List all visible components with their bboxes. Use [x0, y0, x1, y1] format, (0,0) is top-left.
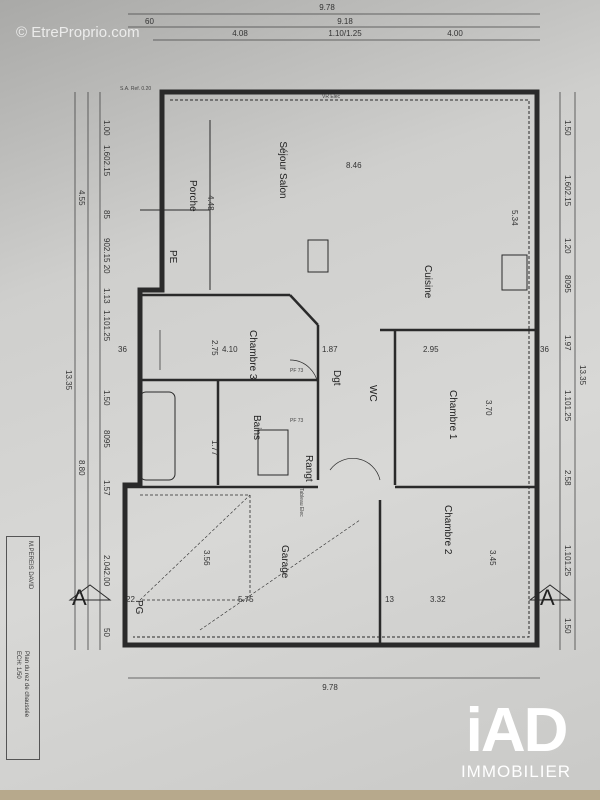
- label-sa-ref: S.A. Ref. 0.20: [120, 86, 151, 92]
- room-porche: Porche: [187, 180, 198, 212]
- dim-interior: 3.56: [202, 550, 211, 566]
- dim-right: 2.58: [563, 470, 572, 486]
- room-labels: Séjour Salon Porche Cuisine Chambre 3 Ch…: [133, 141, 458, 614]
- dim-interior: 1.77: [210, 440, 219, 456]
- dim-left: 50: [102, 628, 111, 637]
- dim-top-seg1: 4.08: [232, 29, 248, 38]
- dim-left: 2.042.00: [102, 555, 111, 587]
- dim-left: 1.13: [102, 288, 111, 304]
- dim-interior: 1.87: [322, 345, 338, 354]
- room-wc: WC: [367, 385, 378, 402]
- room-chambre3: Chambre 3: [247, 330, 258, 380]
- dim-left-total: 8.80: [77, 460, 86, 476]
- dim-interior: 36: [118, 345, 127, 354]
- label-pf73: PF 73: [290, 418, 304, 424]
- room-rangt: Rangt: [303, 455, 314, 482]
- iad-logo: iAD IMMOBILIER: [446, 700, 586, 782]
- title-scale: ECH: 1/50: [15, 651, 21, 679]
- dim-interior: 5.34: [510, 210, 519, 226]
- dim-interior: 4.10: [222, 345, 238, 354]
- dim-left-total: 13.35: [64, 370, 73, 391]
- section-marker-right: A: [540, 585, 555, 610]
- dim-left-total: 4.55: [77, 190, 86, 206]
- dim-right: 1.101.25: [563, 545, 572, 577]
- dim-left: 1.602.15: [102, 145, 111, 177]
- room-chambre2: Chambre 2: [442, 505, 453, 555]
- label-vr-elec: VR Elec: [322, 94, 341, 100]
- room-bains: Bains: [251, 415, 262, 440]
- room-sejour: Séjour Salon: [277, 141, 288, 198]
- dim-right: 1.50: [563, 618, 572, 634]
- dimension-lines: [74, 13, 576, 679]
- dim-left: 1.57: [102, 480, 111, 496]
- dim-interior: 22: [126, 595, 135, 604]
- dim-right: 1.602.15: [563, 175, 572, 207]
- dim-right: 1.101.25: [563, 390, 572, 422]
- dim-interior: 8.46: [346, 161, 362, 170]
- title-owner: M.PEREIS DAVID: [27, 541, 33, 590]
- dim-left: 1.00: [102, 120, 111, 136]
- room-dgt: Dgt: [331, 370, 342, 386]
- dim-interior: 3.45: [488, 550, 497, 566]
- dim-interior: 3.32: [430, 595, 446, 604]
- room-chambre1: Chambre 1: [447, 390, 458, 440]
- dim-top-margin: 60: [145, 17, 154, 26]
- dim-left: 8095: [102, 430, 111, 448]
- dim-interior: 5.75: [238, 595, 254, 604]
- table-surface: [0, 790, 600, 800]
- room-pe: PE: [167, 250, 178, 264]
- dim-top-inner: 9.18: [337, 17, 353, 26]
- dim-right: 1.50: [563, 120, 572, 136]
- walls: [68, 89, 572, 648]
- logo-text: iAD: [465, 696, 569, 765]
- dim-interior: 13: [385, 595, 394, 604]
- dim-interior: 36: [540, 345, 549, 354]
- label-tableau-elec: Tableau Elec: [298, 488, 304, 517]
- dim-top-total: 9.78: [319, 3, 335, 12]
- dim-right: 1.97: [563, 335, 572, 351]
- left-dimensions: 1.00 1.602.15 85 902.15 20 1.13 1.101.25…: [64, 120, 111, 637]
- room-pg: PG: [133, 600, 144, 615]
- dim-left: 85: [102, 210, 111, 219]
- logo-subtitle: IMMOBILIER: [460, 762, 572, 781]
- dim-interior: 3.70: [484, 400, 493, 416]
- room-cuisine: Cuisine: [422, 265, 433, 299]
- dim-left: 1.50: [102, 390, 111, 406]
- dim-bottom-total: 9.78: [322, 683, 338, 692]
- dim-interior: 2.95: [423, 345, 439, 354]
- label-pf73: PF 73: [290, 368, 304, 374]
- dim-top-seg3: 4.00: [447, 29, 463, 38]
- dim-interior: 4.48: [206, 195, 215, 211]
- dim-left: 1.101.25: [102, 310, 111, 342]
- dim-right: 1.20: [563, 238, 572, 254]
- dim-top-seg2: 1.10/1.25: [328, 29, 362, 38]
- dim-right: 8095: [563, 275, 572, 293]
- dim-right-total: 13.35: [578, 365, 587, 386]
- dim-interior: 2.75: [210, 340, 219, 356]
- room-garage: Garage: [279, 545, 290, 579]
- watermark: © EtreProprio.com: [16, 24, 140, 41]
- right-dimensions: 1.50 1.602.15 1.20 8095 1.97 1.101.25 2.…: [563, 120, 587, 634]
- title-plan: Plan du rez de chaussée: [23, 651, 29, 718]
- interior-dimensions: 8.46 4.48 5.34 4.10 2.75 1.87 2.95 3.70 …: [118, 161, 549, 604]
- dim-left: 902.15 20: [102, 238, 111, 274]
- section-marker-left: A: [72, 585, 87, 610]
- title-block: M.PEREIS DAVID Plan du rez de chaussée E…: [6, 536, 40, 760]
